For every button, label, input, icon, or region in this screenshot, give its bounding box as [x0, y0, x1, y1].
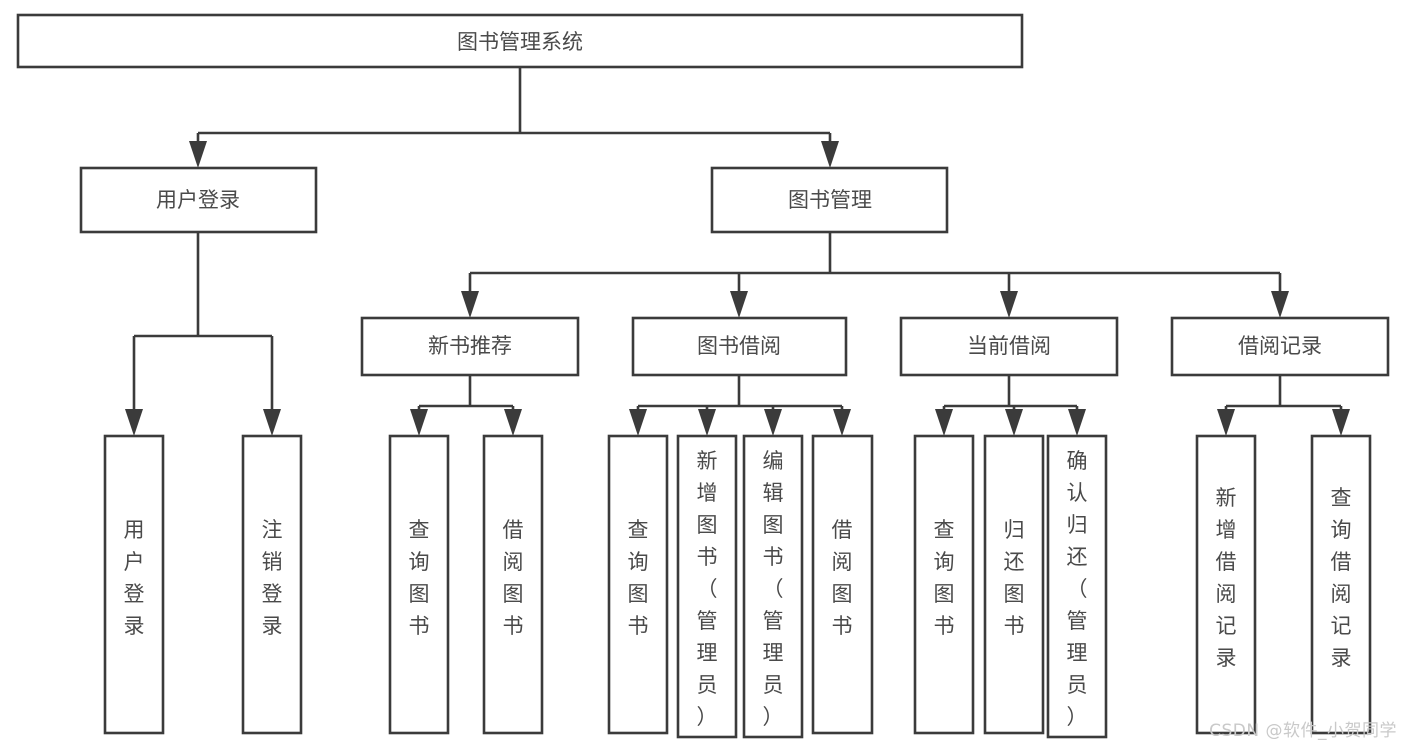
leaf-book-borrow-3[interactable]: 编辑图书（管理员） — [742, 434, 804, 739]
node-user-login-label: 用户登录 — [156, 188, 240, 212]
arrow-head-book-borrow-leaf4 — [833, 409, 851, 436]
leaf-book-borrow-3-box[interactable] — [742, 434, 804, 739]
leaf-borrow-record-2-box[interactable] — [1310, 434, 1372, 735]
node-root[interactable]: 图书管理系统 — [16, 13, 1024, 69]
leaf-borrow-record-2[interactable]: 查询借阅记录 — [1310, 434, 1372, 735]
leaf-user-login-1-box[interactable] — [103, 434, 165, 735]
arrow-head-current-borrow — [1000, 291, 1018, 318]
leaf-new-book-2-box[interactable] — [482, 434, 544, 735]
node-new-book-recommend-label: 新书推荐 — [428, 334, 512, 358]
leaf-book-borrow-1-label: 查询图书 — [628, 518, 649, 638]
leaf-book-borrow-1-box[interactable] — [607, 434, 669, 735]
node-user-login[interactable]: 用户登录 — [79, 166, 318, 234]
node-current-borrow[interactable]: 当前借阅 — [899, 316, 1119, 377]
arrow-head-new-book-leaf2 — [504, 409, 522, 436]
leaf-new-book-2-label: 借阅图书 — [503, 518, 524, 638]
arrow-head-user-login-leaf1 — [125, 409, 143, 436]
leaf-borrow-record-1[interactable]: 新增借阅记录 — [1195, 434, 1257, 735]
leaf-book-borrow-4-label: 借阅图书 — [832, 518, 853, 638]
node-new-book-recommend[interactable]: 新书推荐 — [360, 316, 580, 377]
leaf-book-borrow-4-box[interactable] — [811, 434, 874, 735]
node-book-borrow[interactable]: 图书借阅 — [631, 316, 848, 377]
leaf-current-borrow-3-label: 确认归还（管理员） — [1067, 449, 1088, 729]
leaf-book-borrow-1[interactable]: 查询图书 — [607, 434, 669, 735]
leaf-book-borrow-4[interactable]: 借阅图书 — [811, 434, 874, 735]
node-user-login-box[interactable] — [79, 166, 318, 234]
node-borrow-record-label: 借阅记录 — [1238, 334, 1322, 358]
leaf-current-borrow-2-box[interactable] — [983, 434, 1045, 735]
node-book-borrow-box[interactable] — [631, 316, 848, 377]
leaf-borrow-record-2-label: 查询借阅记录 — [1331, 486, 1352, 670]
leaf-current-borrow-3[interactable]: 确认归还（管理员） — [1046, 434, 1108, 739]
arrow-head-book-borrow-leaf3 — [764, 409, 782, 436]
arrow-head-borrow-record-leaf1 — [1217, 409, 1235, 436]
node-root-box[interactable] — [16, 13, 1024, 69]
node-current-borrow-box[interactable] — [899, 316, 1119, 377]
leaf-borrow-record-1-label: 新增借阅记录 — [1216, 486, 1237, 670]
connector-layer — [125, 67, 1350, 436]
arrow-head-book-borrow-leaf1 — [629, 409, 647, 436]
leaf-book-borrow-2-box[interactable] — [676, 434, 738, 739]
node-new-book-recommend-box[interactable] — [360, 316, 580, 377]
node-borrow-record-box[interactable] — [1170, 316, 1390, 377]
node-book-management[interactable]: 图书管理 — [710, 166, 949, 234]
leaf-new-book-1[interactable]: 查询图书 — [388, 434, 450, 735]
arrow-head-new-book-recommend — [461, 291, 479, 318]
leaf-borrow-record-1-box[interactable] — [1195, 434, 1257, 735]
leaf-current-borrow-3-box[interactable] — [1046, 434, 1108, 739]
leaf-current-borrow-2[interactable]: 归还图书 — [983, 434, 1045, 735]
node-book-borrow-label: 图书借阅 — [697, 334, 781, 358]
leaf-user-login-2-box[interactable] — [241, 434, 303, 735]
leaf-current-borrow-1[interactable]: 查询图书 — [913, 434, 975, 735]
arrow-head-user-login-leaf2 — [263, 409, 281, 436]
leaf-current-borrow-1-label: 查询图书 — [934, 518, 955, 638]
leaf-current-borrow-2-label: 归还图书 — [1004, 518, 1025, 638]
leaf-book-borrow-3-label: 编辑图书（管理员） — [763, 449, 784, 729]
leaf-current-borrow-1-box[interactable] — [913, 434, 975, 735]
leaf-book-borrow-2[interactable]: 新增图书（管理员） — [676, 434, 738, 739]
arrow-head-borrow-record-leaf2 — [1332, 409, 1350, 436]
leaf-new-book-1-label: 查询图书 — [409, 518, 430, 638]
leaf-user-login-2[interactable]: 注销登录 — [241, 434, 303, 735]
leaf-new-book-2[interactable]: 借阅图书 — [482, 434, 544, 735]
arrow-head-current-borrow-leaf2 — [1005, 409, 1023, 436]
arrow-head-current-borrow-leaf1 — [935, 409, 953, 436]
node-borrow-record[interactable]: 借阅记录 — [1170, 316, 1390, 377]
node-root-label: 图书管理系统 — [457, 30, 583, 54]
arrow-head-borrow-record — [1271, 291, 1289, 318]
node-current-borrow-label: 当前借阅 — [967, 334, 1051, 358]
arrow-head-current-borrow-leaf3 — [1068, 409, 1086, 436]
arrow-head-book-borrow — [730, 291, 748, 318]
leaf-user-login-1[interactable]: 用户登录 — [103, 434, 165, 735]
arrow-head-new-book-leaf1 — [410, 409, 428, 436]
node-book-management-box[interactable] — [710, 166, 949, 234]
arrow-head-book-mgmt — [821, 141, 839, 168]
arrow-head-user-login — [189, 141, 207, 168]
node-book-management-label: 图书管理 — [788, 188, 872, 212]
leaf-book-borrow-2-label: 新增图书（管理员） — [697, 449, 718, 729]
arrow-head-book-borrow-leaf2 — [698, 409, 716, 436]
leaf-user-login-2-label: 注销登录 — [262, 518, 283, 638]
leaf-user-login-1-label: 用户登录 — [124, 518, 145, 638]
leaf-new-book-1-box[interactable] — [388, 434, 450, 735]
